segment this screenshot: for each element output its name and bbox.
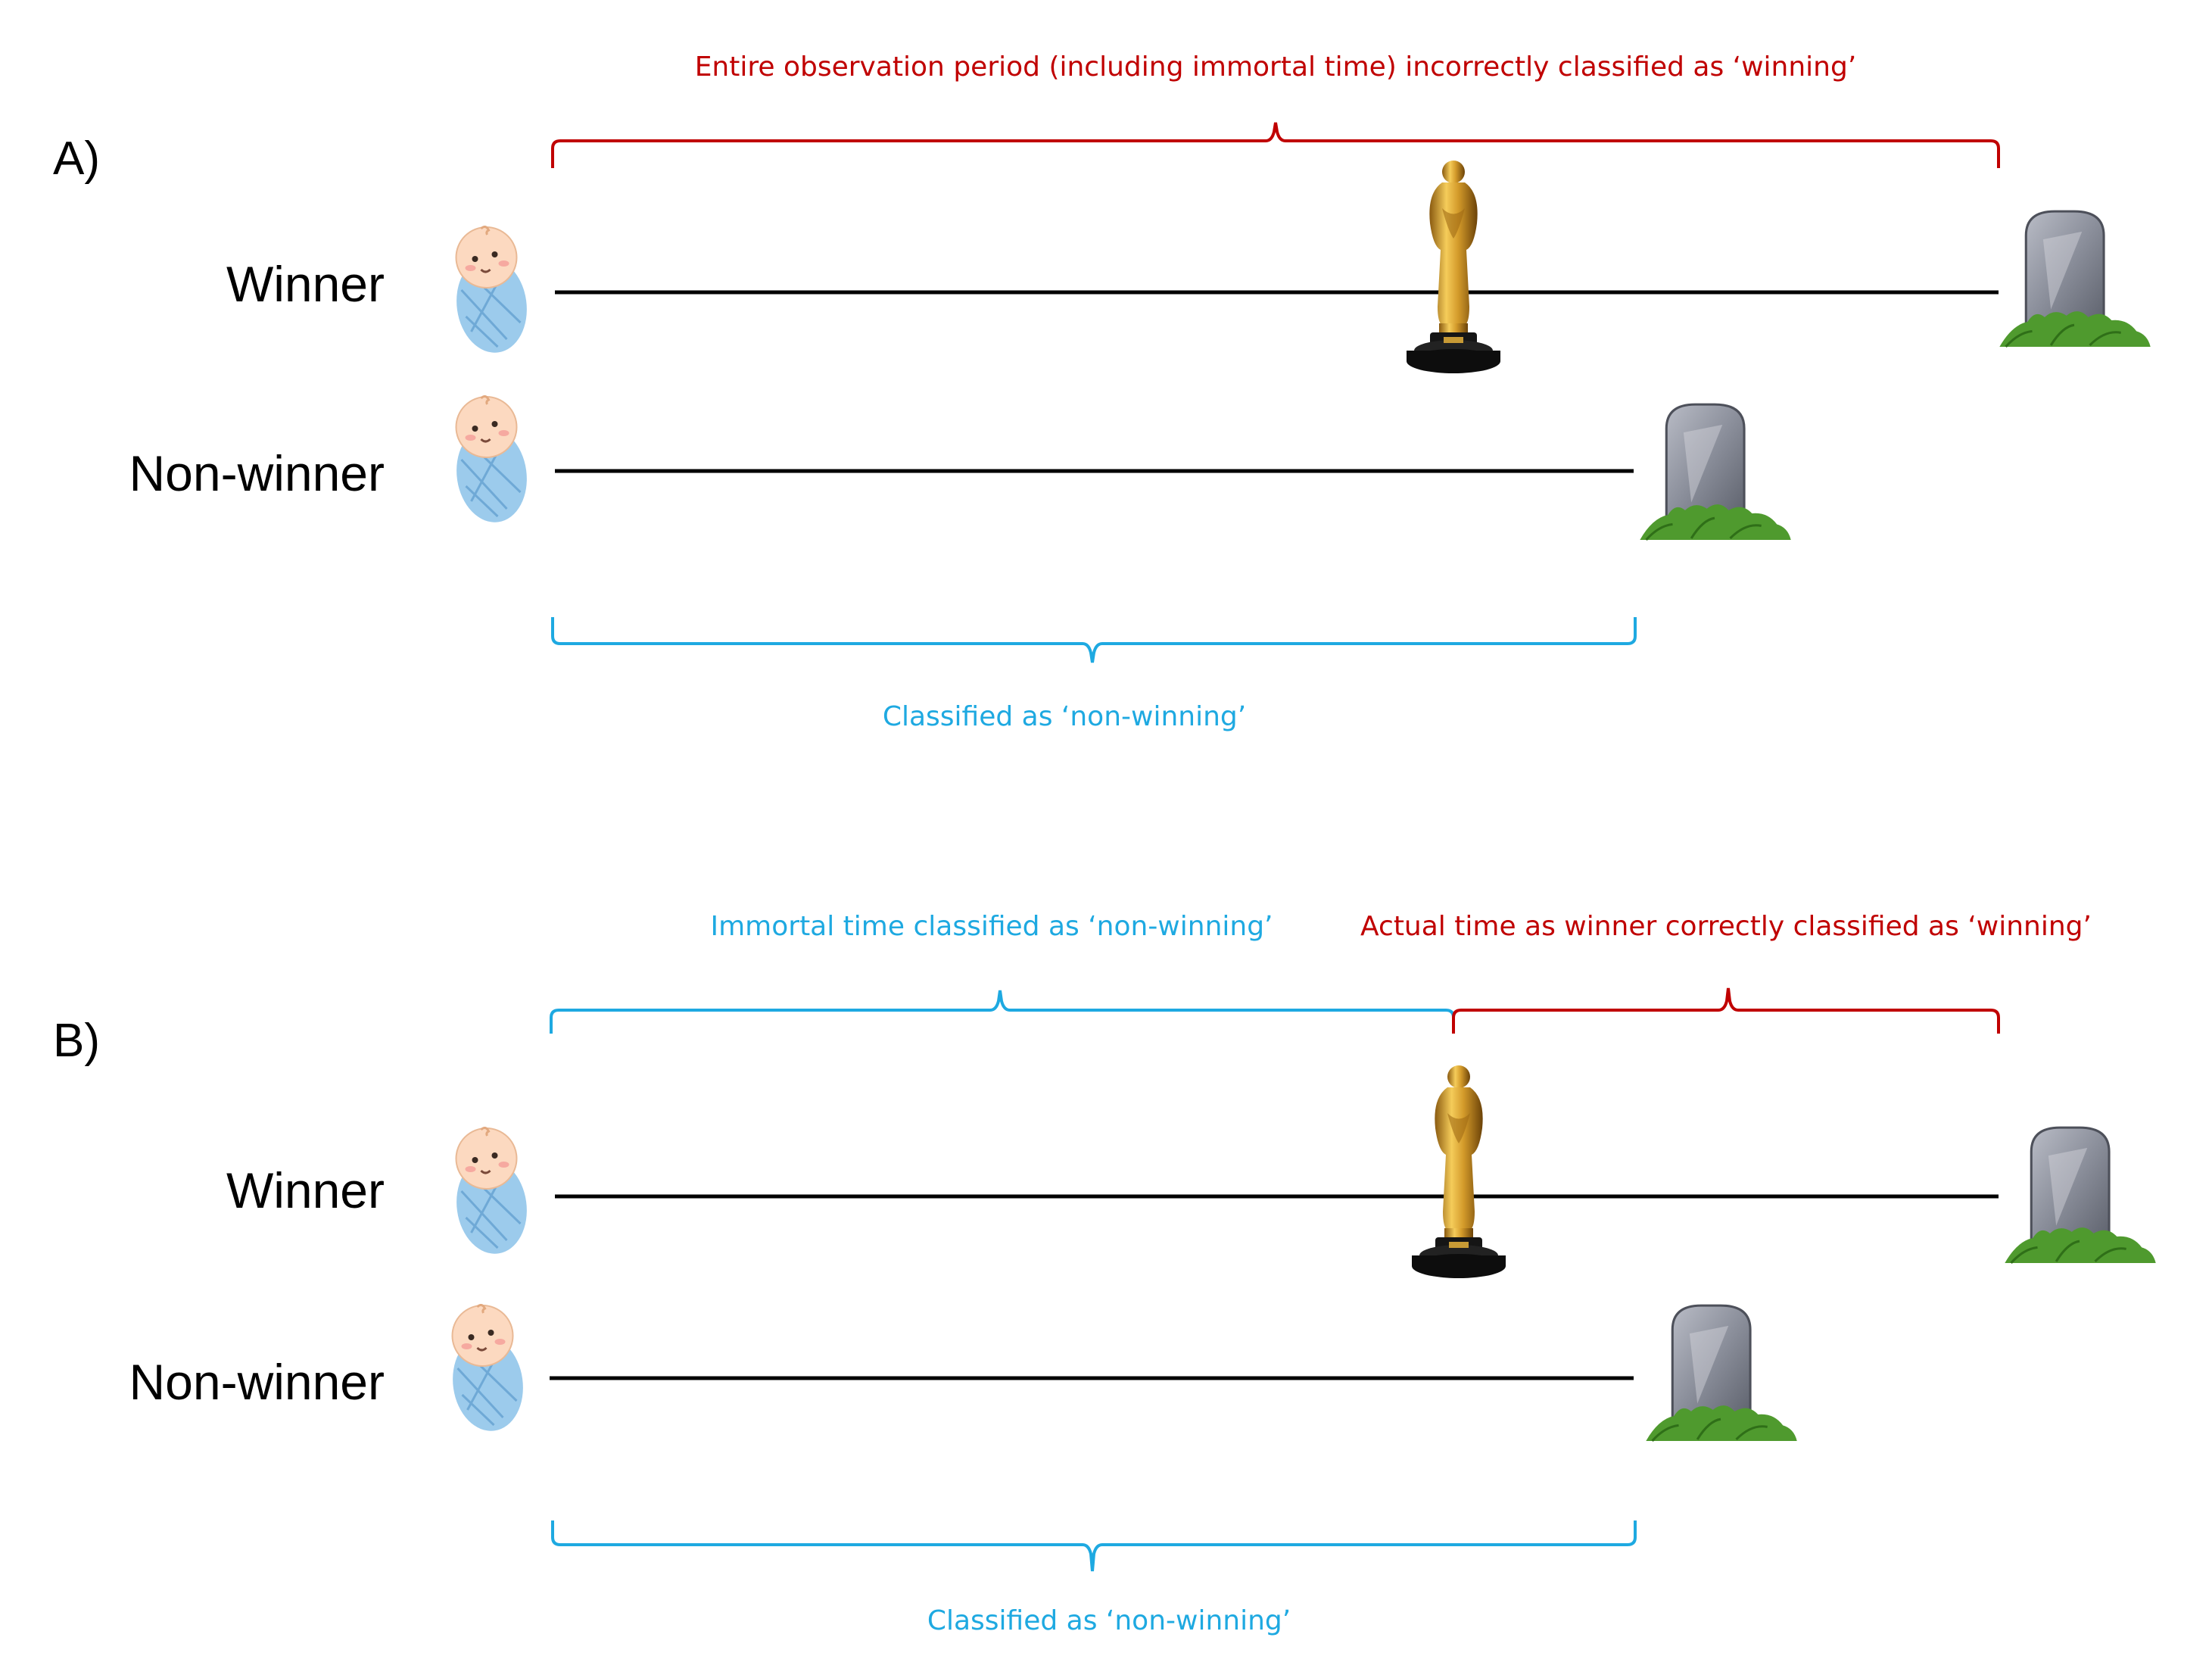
baby-icon [449, 226, 534, 354]
panel-b-label: B) [53, 1015, 100, 1067]
panel-b-nonwinner-label: Non-winner [129, 1354, 385, 1410]
gravestone-icon [1638, 403, 1793, 541]
panel-a-label: A) [53, 133, 100, 185]
panel-b-top-left-annotation: Immortal time classified as ‘non-winning… [710, 911, 1273, 942]
panel-a-nonwinner-label: Non-winner [129, 445, 385, 501]
panel-b-winner-label: Winner [226, 1162, 385, 1218]
panel-a-bottom-brace [551, 617, 1637, 663]
gravestone-icon [2003, 1126, 2157, 1265]
panel-b: B) Immortal time classified as ‘non-winn… [53, 911, 2157, 1636]
panel-b-immortal-brace [550, 990, 1455, 1034]
panel-a: A) Entire observation period (including … [53, 51, 2152, 732]
panel-b-bottom-annotation: Classified as ‘non-winning’ [927, 1605, 1291, 1636]
panel-b-winning-brace [1452, 987, 2000, 1034]
panel-a-top-brace [551, 122, 2000, 168]
gravestone-icon [1644, 1304, 1799, 1442]
panel-a-top-annotation: Entire observation period (including imm… [695, 51, 1857, 83]
baby-icon [449, 395, 534, 524]
baby-icon [449, 1127, 534, 1255]
panel-a-winner-label: Winner [226, 256, 385, 312]
oscar-statuette-icon [1407, 161, 1500, 373]
panel-b-bottom-brace [551, 1520, 1637, 1572]
oscar-statuette-icon [1412, 1065, 1506, 1278]
gravestone-icon [1998, 210, 2152, 348]
baby-icon [445, 1304, 530, 1433]
panel-b-top-right-annotation: Actual time as winner correctly classifi… [1360, 911, 2092, 942]
panel-a-bottom-annotation: Classified as ‘non-winning’ [883, 701, 1246, 732]
